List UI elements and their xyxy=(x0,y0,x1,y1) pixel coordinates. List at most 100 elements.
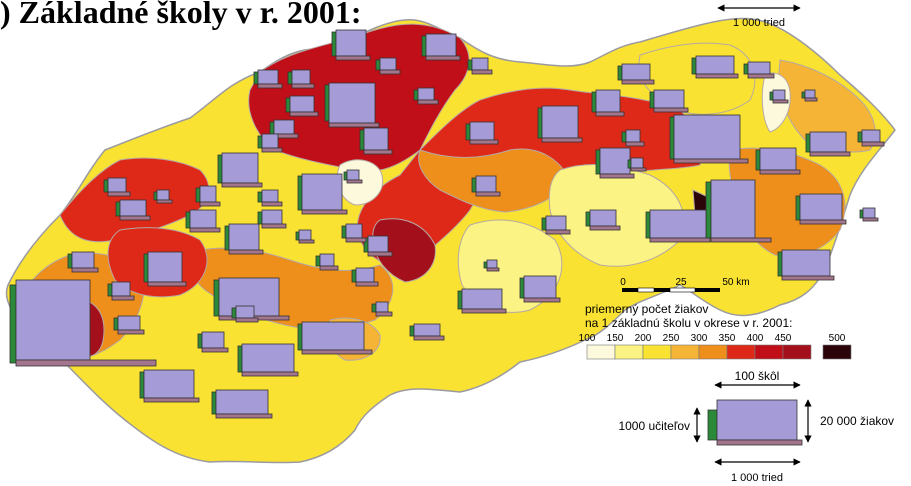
symbol-banska-bystrica xyxy=(297,173,348,215)
top-scale-label: 1 000 tried xyxy=(733,17,785,29)
symbol-banska-stiavnica xyxy=(343,169,363,184)
symbol-galanta xyxy=(231,305,259,323)
symbol-nove-zamky xyxy=(237,343,299,377)
symbol-velky-krtis xyxy=(409,323,445,341)
key-schools-label: 100 škôl xyxy=(735,369,780,383)
key-teacher-bar xyxy=(707,409,718,441)
legend-swatch xyxy=(822,344,852,360)
symbol-bytca xyxy=(285,95,319,117)
symbol-lucenec xyxy=(457,288,507,314)
symbol-zarnovica xyxy=(295,229,315,244)
map-title: ) Základné školy v r. 2001: xyxy=(0,0,362,30)
legend-swatch xyxy=(614,344,644,360)
legend-class-label: 450 xyxy=(775,333,792,344)
symbol-poprad xyxy=(537,105,583,143)
symbol-zilina xyxy=(324,82,380,128)
symbol-pezinok xyxy=(113,315,145,335)
legend-swatch xyxy=(754,344,784,360)
district-east-yellow xyxy=(777,59,876,153)
symbol-topolcany xyxy=(185,209,221,233)
district-central-darkred xyxy=(372,218,436,283)
symbol-tvrdosin xyxy=(467,57,493,75)
scale-tick-0: 0 xyxy=(620,277,626,288)
symbol-revuca xyxy=(541,215,571,235)
symbol-medzilaborce xyxy=(801,89,818,102)
legend-class-label: 400 xyxy=(747,333,764,344)
symbol-prievidza xyxy=(224,223,264,255)
symbol-banovce xyxy=(195,185,221,207)
symbol-senica xyxy=(143,251,187,287)
symbol-zvolen xyxy=(363,235,393,257)
scale-tick-25: 25 xyxy=(675,277,687,288)
legend-heading-1: priemerný počet žiakov xyxy=(585,302,708,316)
legend-class-label: 300 xyxy=(691,333,708,344)
top-scale: 1 000 tried xyxy=(717,4,801,29)
symbol-presov xyxy=(669,114,749,164)
symbol-liptovsky-mikulas xyxy=(465,121,499,145)
legend-swatch xyxy=(670,344,700,360)
symbol-komarno xyxy=(211,389,273,419)
legend-class-label: 150 xyxy=(607,333,624,344)
symbol-gelnica xyxy=(627,157,647,172)
symbol-namestovo xyxy=(421,33,461,61)
symbol-piestany xyxy=(115,199,151,221)
key-pupils-label: 20 000 žiakov xyxy=(820,414,894,428)
key-classes-label: 1 000 tried xyxy=(731,472,783,484)
symbol-sala xyxy=(153,189,173,204)
legend-swatch xyxy=(726,344,756,360)
legend-heading-2: na 1 základnú školu v okrese v r. 2001: xyxy=(585,316,792,330)
legend-class-label: 500 xyxy=(829,333,846,344)
symbol-malacky xyxy=(107,281,135,301)
symbol-turcianske xyxy=(269,119,299,139)
symbol-sobrance xyxy=(859,207,879,222)
legend-class-label: 250 xyxy=(663,333,680,344)
symbol-senec xyxy=(197,331,229,353)
scale-tick-50: 50 km xyxy=(722,277,749,288)
legend-swatch xyxy=(586,344,616,360)
key-class-bar xyxy=(716,439,803,446)
symbol-bardejov xyxy=(691,55,739,79)
symbol-puchov xyxy=(287,69,315,89)
symbol-kysucke xyxy=(375,57,401,75)
district-symbols xyxy=(9,29,885,419)
legend: priemerný počet žiakov na 1 základnú ško… xyxy=(579,302,852,360)
symbol-povazska xyxy=(253,69,283,89)
symbol-zlate-moravce xyxy=(257,189,283,207)
symbol-roznava xyxy=(585,209,621,231)
symbol-skalica xyxy=(67,251,99,273)
symbol-key: 100 škôl 1000 učiteľov 20 000 žiakov 1 0… xyxy=(618,369,894,484)
symbol-snina xyxy=(857,129,885,147)
legend-class-label: 350 xyxy=(719,333,736,344)
symbol-trencin xyxy=(217,152,263,188)
symbol-michalovce xyxy=(795,193,847,225)
symbol-levoca xyxy=(621,129,645,147)
symbol-kosice xyxy=(705,179,772,243)
symbol-levice xyxy=(351,267,379,287)
symbol-krupina xyxy=(371,301,393,317)
legend-class-label: 100 xyxy=(579,333,596,344)
legend-swatch xyxy=(642,344,672,360)
symbol-nitra xyxy=(297,321,373,355)
legend-swatch xyxy=(782,344,812,360)
symbol-cadca xyxy=(331,29,371,61)
symbol-detva xyxy=(315,253,339,271)
symbol-myjava xyxy=(103,177,131,197)
symbol-martin xyxy=(257,133,283,153)
symbol-stara-lubovna xyxy=(617,63,655,85)
symbol-kosice-okolie xyxy=(645,209,711,243)
symbol-sabinov xyxy=(649,89,689,113)
symbol-stropkov xyxy=(743,61,775,79)
symbol-dunajska-streda xyxy=(139,369,200,403)
symbol-bratislava xyxy=(9,279,157,367)
symbol-ziar xyxy=(341,223,367,243)
symbol-poltar xyxy=(483,259,500,272)
symbol-brezno xyxy=(471,175,501,197)
symbol-kezmarok xyxy=(591,89,625,117)
symbol-svidnik xyxy=(769,89,789,104)
symbol-dolny-kubin xyxy=(413,87,439,105)
legend-class-label: 200 xyxy=(635,333,652,344)
symbol-partizanske xyxy=(257,209,287,229)
symbol-vranov xyxy=(755,147,801,175)
symbol-trebisov xyxy=(777,249,835,281)
